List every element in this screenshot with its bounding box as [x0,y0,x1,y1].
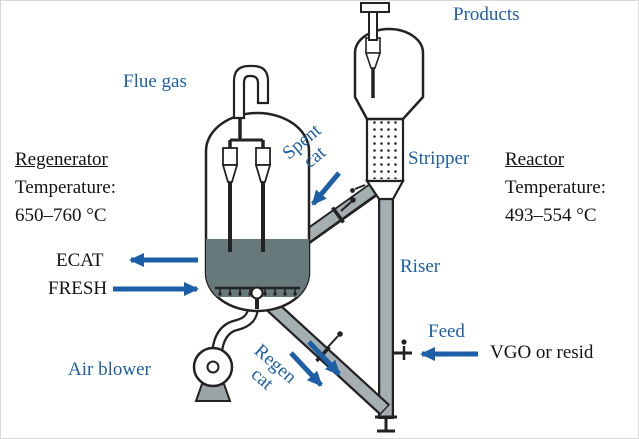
air-blower-label: Air blower [68,359,151,380]
products-label: Products [453,4,520,25]
air-distributor [215,286,300,309]
flue-gas-label: Flue gas [123,71,187,92]
reactor-vessel [353,2,425,121]
reactor-title: Reactor [505,149,565,170]
stripper-section [364,117,405,201]
air-blower-icon [192,346,234,402]
regenerator-cyclones [221,119,272,252]
spent-cat-slide-valve [331,197,356,224]
reactor-temp-value: 493–554 °C [505,205,597,226]
regenerator-info: Regenerator Temperature: 650–760 °C [15,146,116,230]
air-line [211,306,259,354]
regenerator-title: Regenerator [15,149,108,170]
stripper-drain-valve [350,184,366,193]
reactor-cyclone [364,37,382,98]
spent-cat-arrow [311,171,341,206]
regenerator-temp-label: Temperature: [15,177,117,198]
reactor-info: Reactor Temperature: 493–554 °C [505,146,606,230]
regen-cat-arrow-1 [289,351,323,387]
products-pipe [360,2,390,41]
vgo-or-resid-label: VGO or resid [490,342,594,363]
feed-label: Feed [428,321,465,342]
fresh-label: FRESH [48,278,108,299]
regenerator-temp-value: 650–760 °C [15,205,107,226]
ecat-label: ECAT [56,250,104,271]
stripper-label: Stripper [408,148,470,169]
riser-base [375,415,397,433]
feed-nozzle [394,339,412,360]
flue-gas-pipe [232,64,270,120]
regen-cat-arrow-2 [307,340,341,376]
riser-label: Riser [400,256,441,277]
reactor-temp-label: Temperature: [505,177,607,198]
